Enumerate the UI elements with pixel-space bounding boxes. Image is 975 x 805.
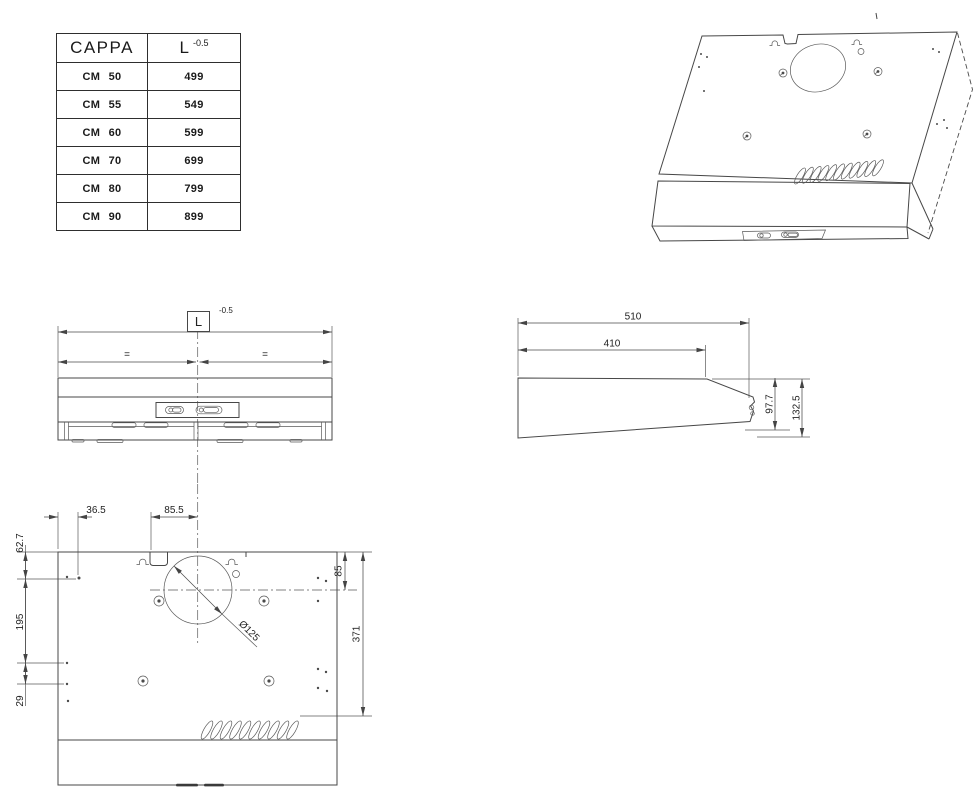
front-body [57,377,333,441]
height-front-label: 97.7 [765,394,776,414]
rear-offset-label: 62.7 [15,533,26,553]
side-dimensions [518,320,805,437]
length-cell: 699 [147,146,241,175]
plan-vent-slots [200,720,299,740]
model-cell: CM 70 [56,146,148,175]
side-body-outline [517,377,756,439]
plan-rivet-dots [65,575,329,703]
front-view: L -0.5 = = [57,306,333,483]
plan-extension-lines [17,512,372,717]
col-header-model: CAPPA [56,33,148,63]
length-cell: 799 [147,174,241,203]
length-symbol-box [187,311,210,332]
table-row: CM 55 549 [56,90,241,119]
model-cell: CM 50 [56,62,148,91]
front-extension-lines [57,326,333,377]
front-grease-filters [64,422,326,443]
offset-center-label: 85.5 [164,505,184,516]
depth-total-label: 510 [625,312,642,323]
size-table-header-row: CAPPA L-0.5 [56,33,241,63]
front-width-dimension [58,329,332,365]
length-cell: 549 [147,90,241,119]
table-row: CM 70 699 [56,146,241,175]
length-cell: 899 [147,202,241,231]
size-table: CAPPA L-0.5 CM 50 499 CM 55 549 CM 60 59… [56,33,241,231]
iso-body-outline [651,12,958,242]
model-cell: CM 60 [56,118,148,147]
iso-control-panel [742,229,827,241]
table-row: CM 90 899 [56,202,241,231]
model-cell: CM 80 [56,174,148,203]
hole-spacing-label: 195 [15,613,26,630]
plan-duct-hole [163,555,233,625]
plan-body-outline [57,551,338,786]
plan-screw-holes [137,595,275,687]
iso-keyhole-slots [769,39,865,55]
table-row: CM 80 799 [56,174,241,203]
length-cell: 499 [147,62,241,91]
col-header-length: L-0.5 [147,33,241,63]
bottom-view: 36.5 85.5 62.7 195 29 85 371 Ø125 [15,484,372,787]
model-cell: CM 90 [56,202,148,231]
iso-vent-slots [794,159,884,185]
length-cell: 599 [147,118,241,147]
plan-keyhole-slots [136,558,240,578]
table-row: CM 60 599 [56,118,241,147]
iso-hidden-edges [927,32,973,234]
depth-top-label: 410 [604,339,621,350]
height-rear-label: 132.5 [792,395,803,420]
plan-centerlines [150,484,357,643]
length-tolerance: -0.5 [219,306,233,315]
equal-mark-left: = [124,350,130,361]
model-cell: CM 55 [56,90,148,119]
front-offset-label: 29 [15,695,26,707]
length-tolerance: -0.5 [192,38,209,49]
length-symbol: L [179,38,189,57]
length-symbol: L [195,314,202,329]
side-extension-lines [517,318,810,438]
table-row: CM 50 499 [56,62,241,91]
isometric-view [651,12,973,242]
offset-left-label: 36.5 [86,505,106,516]
depth-to-vent-label: 371 [352,625,363,642]
iso-rivet-dots [698,48,948,129]
side-switch-knob [748,404,755,416]
plan-dimensions [23,514,366,716]
duct-offset-label: 85 [334,565,345,577]
front-switches [165,405,223,415]
iso-duct-hole [790,43,846,93]
iso-screw-holes [742,67,883,141]
plan-switch-marks [176,783,224,787]
equal-mark-right: = [262,350,268,361]
side-view: 510 410 97.7 132.5 [517,312,810,439]
